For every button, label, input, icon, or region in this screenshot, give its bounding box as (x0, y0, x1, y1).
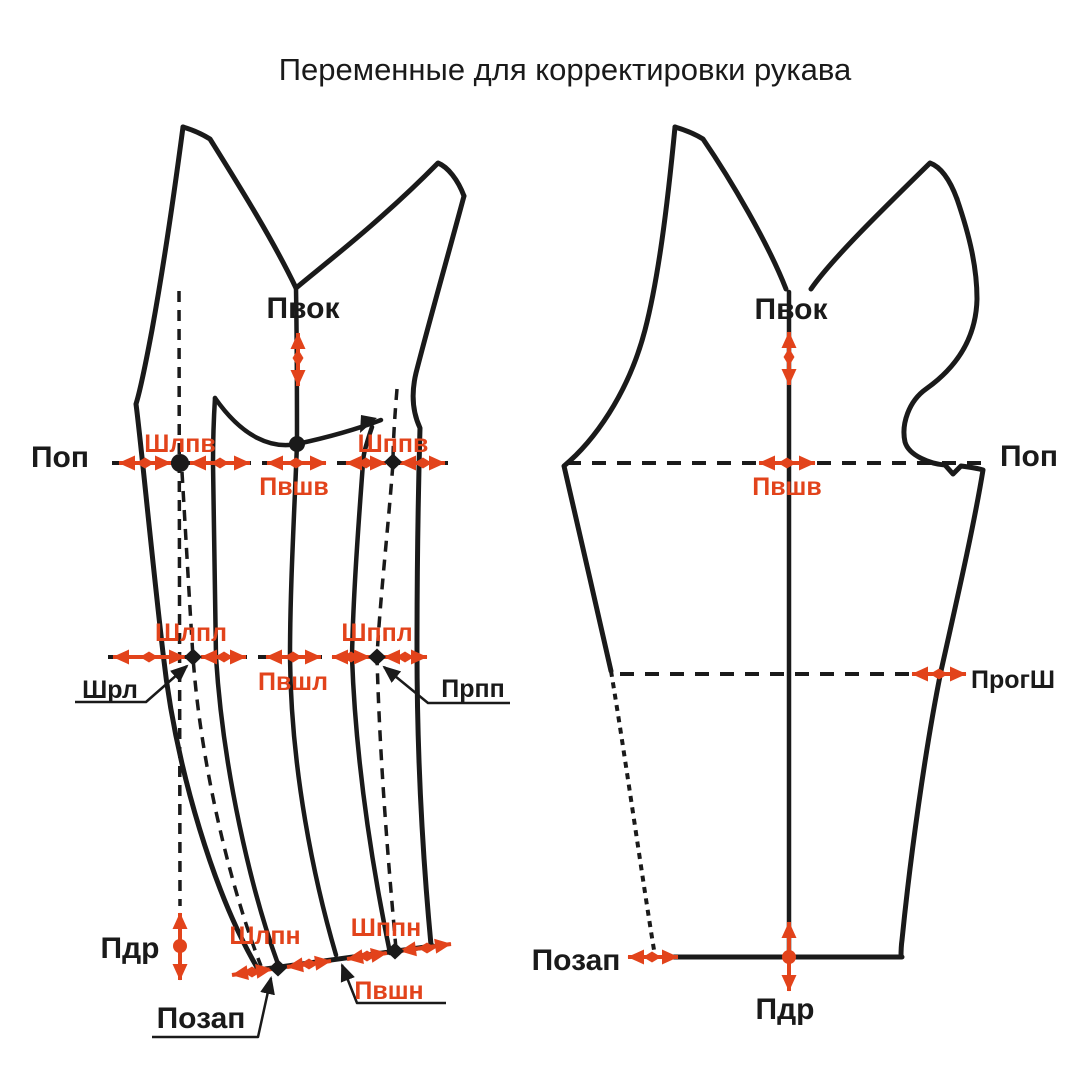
left-pattern-piece: Пвок Поп Шлпв Пвшв Шппв Шлпл Пвшл Шппл Ш… (31, 124, 510, 1039)
arrow-row-upper (118, 455, 446, 471)
label-pvshv-right: Пвшв (752, 473, 822, 501)
label-shppv: Шппв (358, 430, 429, 458)
label-pvshv-left: Пвшв (259, 473, 329, 501)
right-piece-left-edge (561, 124, 678, 674)
label-pozap-left: Позап (157, 1002, 246, 1035)
right-piece-lower-left-dashed-edge (609, 670, 656, 951)
left-piece-slanted-guide-dashed (180, 471, 263, 967)
label-pvshn: Пвшн (354, 977, 423, 1005)
label-shlpn: Шлпн (229, 922, 300, 950)
left-piece-inner-right-seam (349, 424, 393, 956)
point-shppl (368, 648, 386, 666)
label-prpp: Прпп (441, 675, 504, 703)
label-pop-right: Поп (1000, 440, 1058, 473)
left-piece-inner-left-seam (210, 395, 281, 967)
label-shppn: Шппн (351, 914, 421, 942)
label-shrl: Шрл (82, 676, 138, 704)
arrow-row-elbow (112, 649, 428, 665)
point-cap-bottom (289, 436, 305, 452)
arrow-row-hem (231, 938, 452, 981)
left-piece-cap-v (180, 124, 467, 291)
leader-prpp (382, 665, 510, 705)
left-piece-left-edge (133, 124, 261, 972)
left-piece-right-edge (410, 193, 467, 948)
label-shlpl: Шлпл (155, 619, 227, 647)
left-piece-center-seam (287, 285, 339, 958)
point-shlpn (269, 959, 287, 977)
left-piece-right-guide-dashed (375, 388, 399, 950)
left-piece-vertical-guide-dashed (177, 290, 182, 907)
label-pop-left: Поп (31, 441, 89, 474)
right-piece-right-edge (898, 196, 986, 960)
label-pdr-right: Пдр (756, 993, 815, 1026)
page-title: Переменные для корректировки рукава (279, 52, 852, 87)
label-pdr-left: Пдр (101, 932, 160, 965)
point-shlpv (171, 454, 189, 472)
leader-shrl (75, 664, 189, 704)
arrow-mid-diamond (292, 349, 304, 367)
label-pozap-right: Позап (532, 944, 621, 977)
label-progsh: ПрогШ (971, 666, 1055, 694)
label-shlpv: Шлпв (144, 430, 215, 458)
label-pvok-right: Пвок (755, 293, 829, 326)
point-shlpl (184, 648, 202, 666)
label-pvok-left: Пвок (267, 292, 341, 325)
right-pattern-piece: Пвок Поп Пвшв ПрогШ Позап Пдр (532, 124, 1058, 1026)
right-piece-cap-v (672, 124, 960, 292)
arrow-mid-dot (173, 939, 187, 953)
leader-pvshn (340, 963, 446, 1005)
label-pvshl: Пвшл (258, 668, 328, 696)
label-shppl: Шппл (341, 619, 412, 647)
notch-mark (360, 415, 377, 433)
leader-pozap-left (152, 976, 275, 1039)
